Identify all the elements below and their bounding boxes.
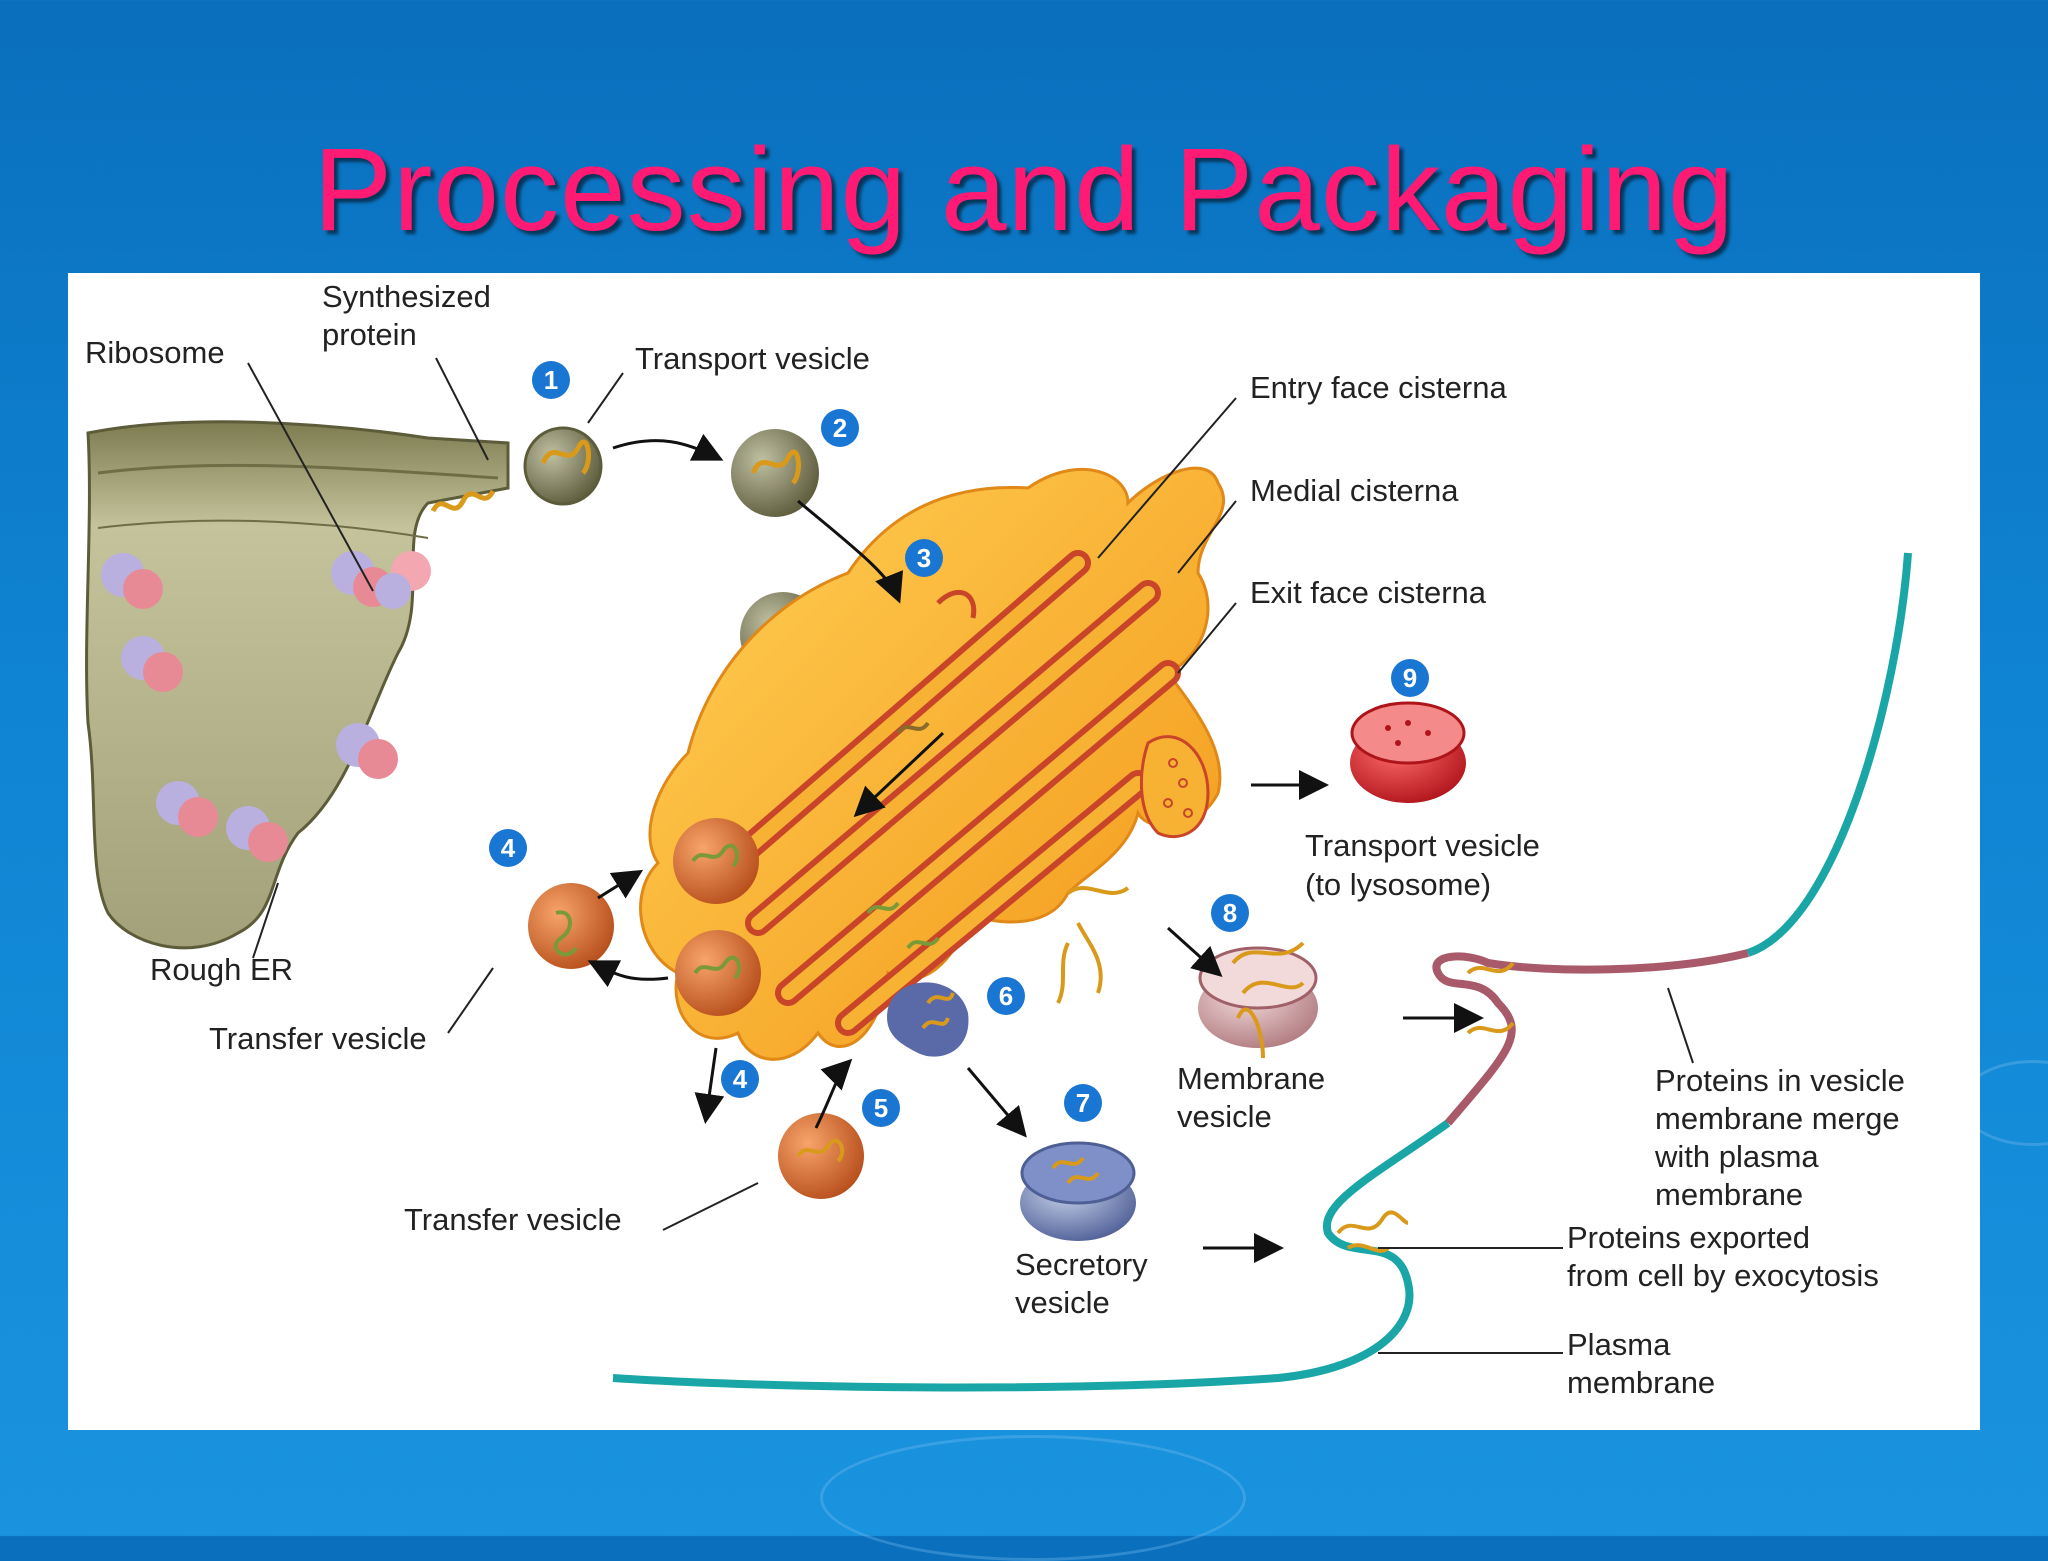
leader-lines <box>247 357 1694 1354</box>
step-9-badge: 9 <box>1391 659 1429 697</box>
transfer-vesicle-upper <box>673 818 759 904</box>
flow-arrows <box>587 433 1484 1263</box>
label-entry-face-cisterna: Entry face cisterna <box>1250 370 1507 405</box>
transfer-vesicle-lower <box>675 930 761 1016</box>
step-3-badge: 3 <box>905 539 943 577</box>
label-proteins-merge-1: Proteins in vesicle <box>1655 1063 1905 1098</box>
step-7-badge: 7 <box>1064 1084 1102 1122</box>
lysosome-bulge <box>1139 735 1210 839</box>
label-transfer-vesicle-bottom: Transfer vesicle <box>404 1202 622 1237</box>
label-medial-cisterna: Medial cisterna <box>1250 473 1459 508</box>
step-1-badge: 1 <box>532 361 570 399</box>
membrane-vesicle <box>1198 941 1318 1059</box>
diagram-panel: 1 2 3 4 4 5 6 7 8 9 Synthesized protein … <box>68 273 1980 1430</box>
label-secretory-vesicle-2: vesicle <box>1015 1285 1110 1320</box>
vesicle-protein <box>750 449 801 485</box>
golgi-apparatus <box>639 466 1226 1061</box>
label-proteins-exported-2: from cell by exocytosis <box>1567 1258 1879 1293</box>
secretory-bud <box>887 982 969 1057</box>
svg-text:6: 6 <box>999 981 1013 1011</box>
step-8-badge: 8 <box>1211 894 1249 932</box>
budding-vesicle <box>523 426 603 506</box>
step-badges: 1 2 3 4 4 5 6 7 8 9 <box>489 361 1429 1127</box>
vesicle-protein <box>553 910 578 957</box>
vesicle-protein <box>796 1138 845 1163</box>
membrane-protein-strands <box>1056 886 1130 1004</box>
slide-title: Processing and Packaging <box>313 124 1735 256</box>
label-secretory-vesicle-1: Secretory <box>1015 1247 1148 1282</box>
label-proteins-exported-1: Proteins exported <box>1567 1220 1810 1255</box>
label-proteins-merge-3: with plasma <box>1654 1139 1819 1174</box>
background-ripple <box>820 1435 1246 1561</box>
svg-text:5: 5 <box>874 1093 888 1123</box>
svg-text:8: 8 <box>1223 898 1237 928</box>
label-exit-face-cisterna: Exit face cisterna <box>1250 575 1487 610</box>
label-proteins-merge-4: membrane <box>1655 1177 1803 1212</box>
step-2-badge: 2 <box>821 409 859 447</box>
label-lysosome-vesicle-2: (to lysosome) <box>1305 867 1491 902</box>
label-synthesized-protein-1: Synthesized <box>322 279 491 314</box>
label-plasma-membrane-2: membrane <box>1567 1365 1715 1400</box>
svg-text:3: 3 <box>917 543 931 573</box>
ribosome-cluster <box>101 551 431 862</box>
svg-text:7: 7 <box>1076 1088 1090 1118</box>
label-transport-vesicle: Transport vesicle <box>635 341 870 376</box>
synthesized-protein-strand <box>430 489 496 513</box>
label-proteins-merge-2: membrane merge <box>1655 1101 1900 1136</box>
bud-protein <box>921 992 955 1030</box>
exported-protein <box>1336 1210 1409 1253</box>
svg-text:2: 2 <box>833 413 847 443</box>
label-membrane-vesicle-1: Membrane <box>1177 1061 1325 1096</box>
step-4-badge-bottom: 4 <box>721 1060 759 1098</box>
vesicle-protein <box>540 439 591 475</box>
vesicle-protein <box>691 843 740 868</box>
vesicle-protein <box>693 955 742 980</box>
lysosome-vesicle <box>1350 701 1466 803</box>
transfer-vesicle-bottom <box>778 1113 864 1199</box>
svg-text:9: 9 <box>1403 663 1417 693</box>
step-6-badge: 6 <box>987 977 1025 1015</box>
golgi-diagram: 1 2 3 4 4 5 6 7 8 9 Synthesized protein … <box>85 279 1912 1400</box>
label-lysosome-vesicle-1: Transport vesicle <box>1305 828 1540 863</box>
plasma-membrane <box>612 552 1912 1392</box>
label-plasma-membrane-1: Plasma <box>1567 1327 1671 1362</box>
label-membrane-vesicle-2: vesicle <box>1177 1099 1272 1134</box>
step-4-badge-left: 4 <box>489 829 527 867</box>
svg-text:1: 1 <box>544 365 558 395</box>
svg-text:4: 4 <box>733 1064 748 1094</box>
secretory-vesicle <box>1020 1141 1136 1241</box>
step-5-badge: 5 <box>862 1089 900 1127</box>
label-transfer-vesicle-left: Transfer vesicle <box>209 1021 427 1056</box>
label-rough-er: Rough ER <box>150 952 293 987</box>
svg-text:4: 4 <box>501 833 516 863</box>
label-ribosome: Ribosome <box>85 335 225 370</box>
transport-vesicle-2 <box>731 429 819 517</box>
label-synthesized-protein-2: protein <box>322 317 417 352</box>
